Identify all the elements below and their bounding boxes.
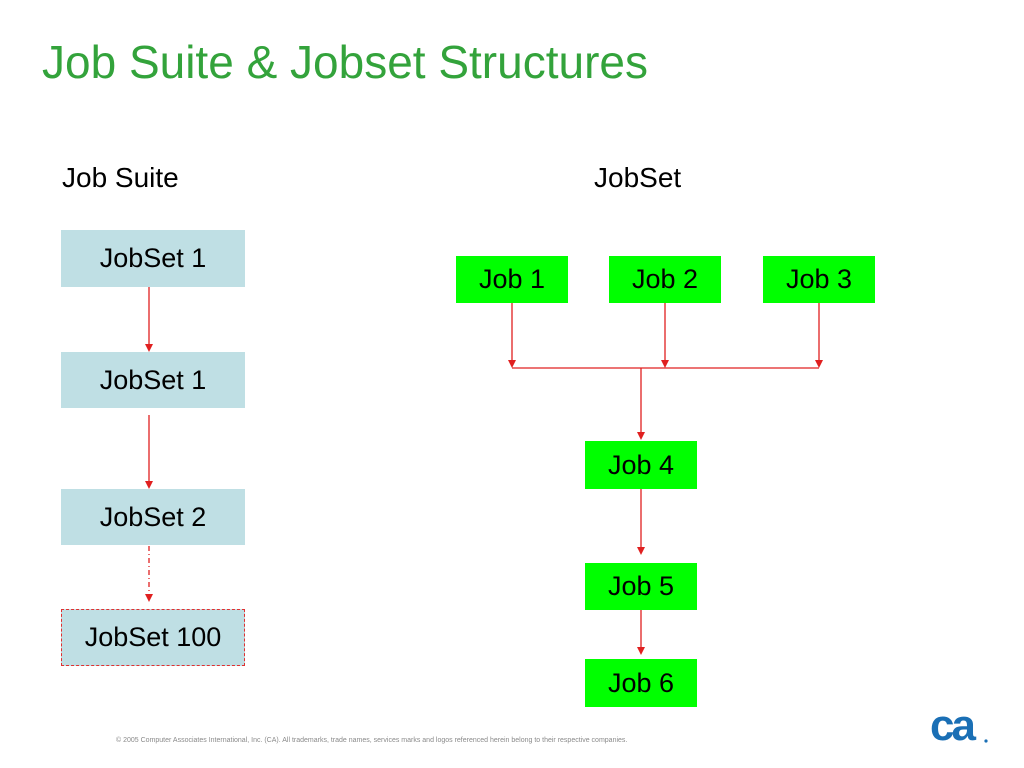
jobset-box-3: JobSet 2 (61, 489, 245, 545)
job-box-2: Job 2 (609, 256, 721, 303)
copyright-footer: © 2005 Computer Associates International… (116, 737, 628, 744)
svg-text:ca: ca (930, 702, 976, 748)
jobset-box-2: JobSet 1 (61, 352, 245, 408)
jobset-box-100: JobSet 100 (61, 609, 245, 666)
ca-logo-icon: ca (930, 702, 988, 748)
jobset-heading: JobSet (594, 162, 682, 193)
jobset-box-1: JobSet 1 (61, 230, 245, 287)
job-box-5: Job 5 (585, 563, 697, 610)
job-box-1: Job 1 (456, 256, 568, 303)
job-suite-heading: Job Suite (62, 162, 179, 193)
slide-title: Job Suite & Jobset Structures (42, 36, 648, 88)
job-box-3: Job 3 (763, 256, 875, 303)
job-box-6: Job 6 (585, 659, 697, 707)
job-box-4: Job 4 (585, 441, 697, 489)
